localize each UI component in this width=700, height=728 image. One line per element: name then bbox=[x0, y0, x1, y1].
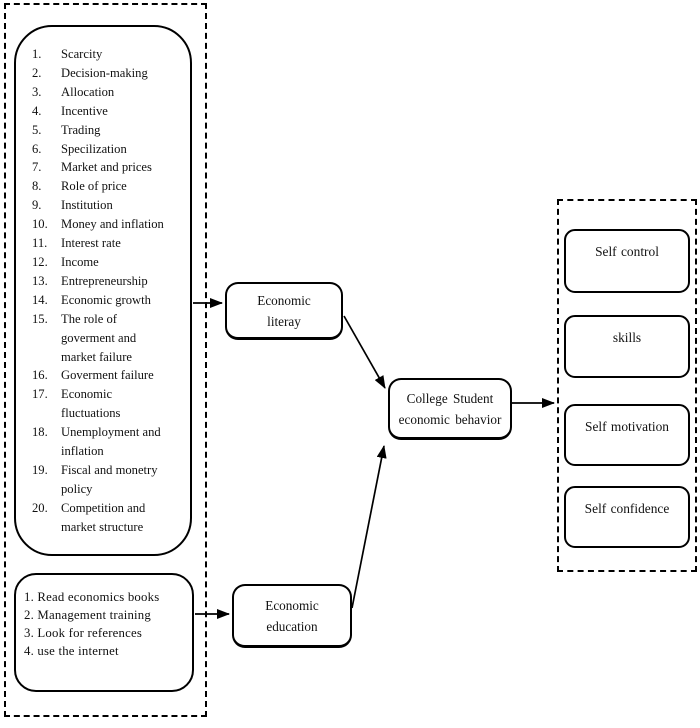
topic-number: 15. bbox=[32, 311, 48, 326]
topic-item: 8. Role of price bbox=[32, 177, 184, 196]
topic-number: 17. bbox=[32, 387, 48, 402]
topic-item: 6. Specilization bbox=[32, 140, 184, 159]
arrow-literacy-to-behavior bbox=[343, 315, 386, 389]
topic-item: 1. Scarcity bbox=[32, 45, 184, 64]
topic-number: 7. bbox=[32, 160, 42, 175]
outcome-box-skills: skills bbox=[564, 315, 690, 378]
topic-number: 11. bbox=[32, 236, 48, 251]
outcome-box-self-confidence: Self confidence bbox=[564, 486, 690, 548]
topic-number: 5. bbox=[32, 122, 42, 137]
topic-text: Money and inflation bbox=[61, 217, 164, 232]
topic-text: Fiscal and monetry policy bbox=[61, 462, 158, 496]
topic-number: 10. bbox=[32, 217, 48, 232]
topic-text: Unemployment and inflation bbox=[61, 425, 161, 459]
topic-text: Goverment failure bbox=[61, 368, 154, 383]
topic-text: Economic growth bbox=[61, 292, 151, 307]
topic-text: Income bbox=[61, 254, 99, 269]
topic-number: 1. bbox=[32, 47, 42, 61]
college-student-economic-behavior-node: College Student economic behavior bbox=[388, 378, 512, 440]
topic-number: 6. bbox=[32, 141, 42, 156]
topic-item: 4. Incentive bbox=[32, 102, 184, 121]
topic-item: 9. Institution bbox=[32, 196, 184, 215]
topic-item: 2. Decision-making bbox=[32, 64, 184, 83]
topic-item: 5. Trading bbox=[32, 121, 184, 140]
economic-education-node: Economic education bbox=[232, 584, 352, 648]
topic-text: Interest rate bbox=[61, 236, 121, 251]
outcomes-dashed-group: Self control skills Self motivation Self… bbox=[557, 199, 697, 572]
topic-number: 9. bbox=[32, 198, 42, 213]
topic-number: 20. bbox=[32, 500, 48, 515]
inputs-dashed-group: 1. Scarcity 2. Decision-making 3. Alloca… bbox=[4, 3, 207, 717]
topic-number: 14. bbox=[32, 292, 48, 307]
topic-item: 15. The role of goverment and market fai… bbox=[32, 310, 184, 367]
topic-item: 13. Entrepreneurship bbox=[32, 272, 184, 291]
topic-text: Competition and market structure bbox=[61, 500, 146, 534]
topic-text: Decision-making bbox=[61, 65, 148, 80]
activity-item: 1. Read economics books bbox=[24, 590, 160, 604]
topic-text: Role of price bbox=[61, 179, 127, 194]
topic-item: 16. Goverment failure bbox=[32, 366, 184, 385]
topic-item: 3. Allocation bbox=[32, 83, 184, 102]
topic-item: 19. Fiscal and monetry policy bbox=[32, 461, 184, 499]
topic-item: 17. Economic fluctuations bbox=[32, 385, 184, 423]
topic-number: 4. bbox=[32, 103, 42, 118]
activity-item: 4. use the internet bbox=[24, 644, 119, 658]
economic-literacy-node: Economic literay bbox=[225, 282, 343, 340]
topic-number: 12. bbox=[32, 254, 48, 269]
topic-text: The role of goverment and market failure bbox=[61, 311, 137, 364]
topic-text: Economic fluctuations bbox=[61, 387, 121, 421]
topic-number: 19. bbox=[32, 462, 48, 477]
topic-text: Specilization bbox=[61, 141, 127, 156]
activity-item: 2. Management training bbox=[24, 608, 152, 622]
topic-number: 16. bbox=[32, 368, 48, 383]
topic-text: Allocation bbox=[61, 84, 115, 99]
outcome-box-self-motivation: Self motivation bbox=[564, 404, 690, 466]
topic-item: 18. Unemployment and inflation bbox=[32, 423, 184, 461]
topic-text: Trading bbox=[61, 122, 101, 137]
topic-item: 14. Economic growth bbox=[32, 291, 184, 310]
topic-item: 20. Competition and market structure bbox=[32, 499, 184, 537]
topic-text: Market and prices bbox=[61, 160, 152, 175]
outcome-box-self-control: Self control bbox=[564, 229, 690, 293]
topic-number: 13. bbox=[32, 273, 48, 288]
topic-item: 12. Income bbox=[32, 253, 184, 272]
topic-number: 18. bbox=[32, 425, 48, 440]
topic-text: Incentive bbox=[61, 103, 108, 118]
topic-text: Institution bbox=[61, 198, 113, 213]
topic-item: 7. Market and prices bbox=[32, 158, 184, 177]
topic-item: 10. Money and inflation bbox=[32, 215, 184, 234]
topic-text: Entrepreneurship bbox=[61, 273, 148, 288]
topic-item: 11. Interest rate bbox=[32, 234, 184, 253]
activity-item: 3. Look for references bbox=[24, 626, 143, 640]
arrow-education-to-behavior bbox=[351, 445, 387, 609]
topic-text: Scarcity bbox=[61, 47, 103, 61]
topic-number: 3. bbox=[32, 84, 42, 99]
economic-literacy-topics-box: 1. Scarcity 2. Decision-making 3. Alloca… bbox=[14, 25, 192, 556]
economic-education-activities-box: 1. Read economics books 2. Management tr… bbox=[14, 573, 194, 692]
topic-number: 2. bbox=[32, 65, 42, 80]
topic-number: 8. bbox=[32, 179, 42, 194]
